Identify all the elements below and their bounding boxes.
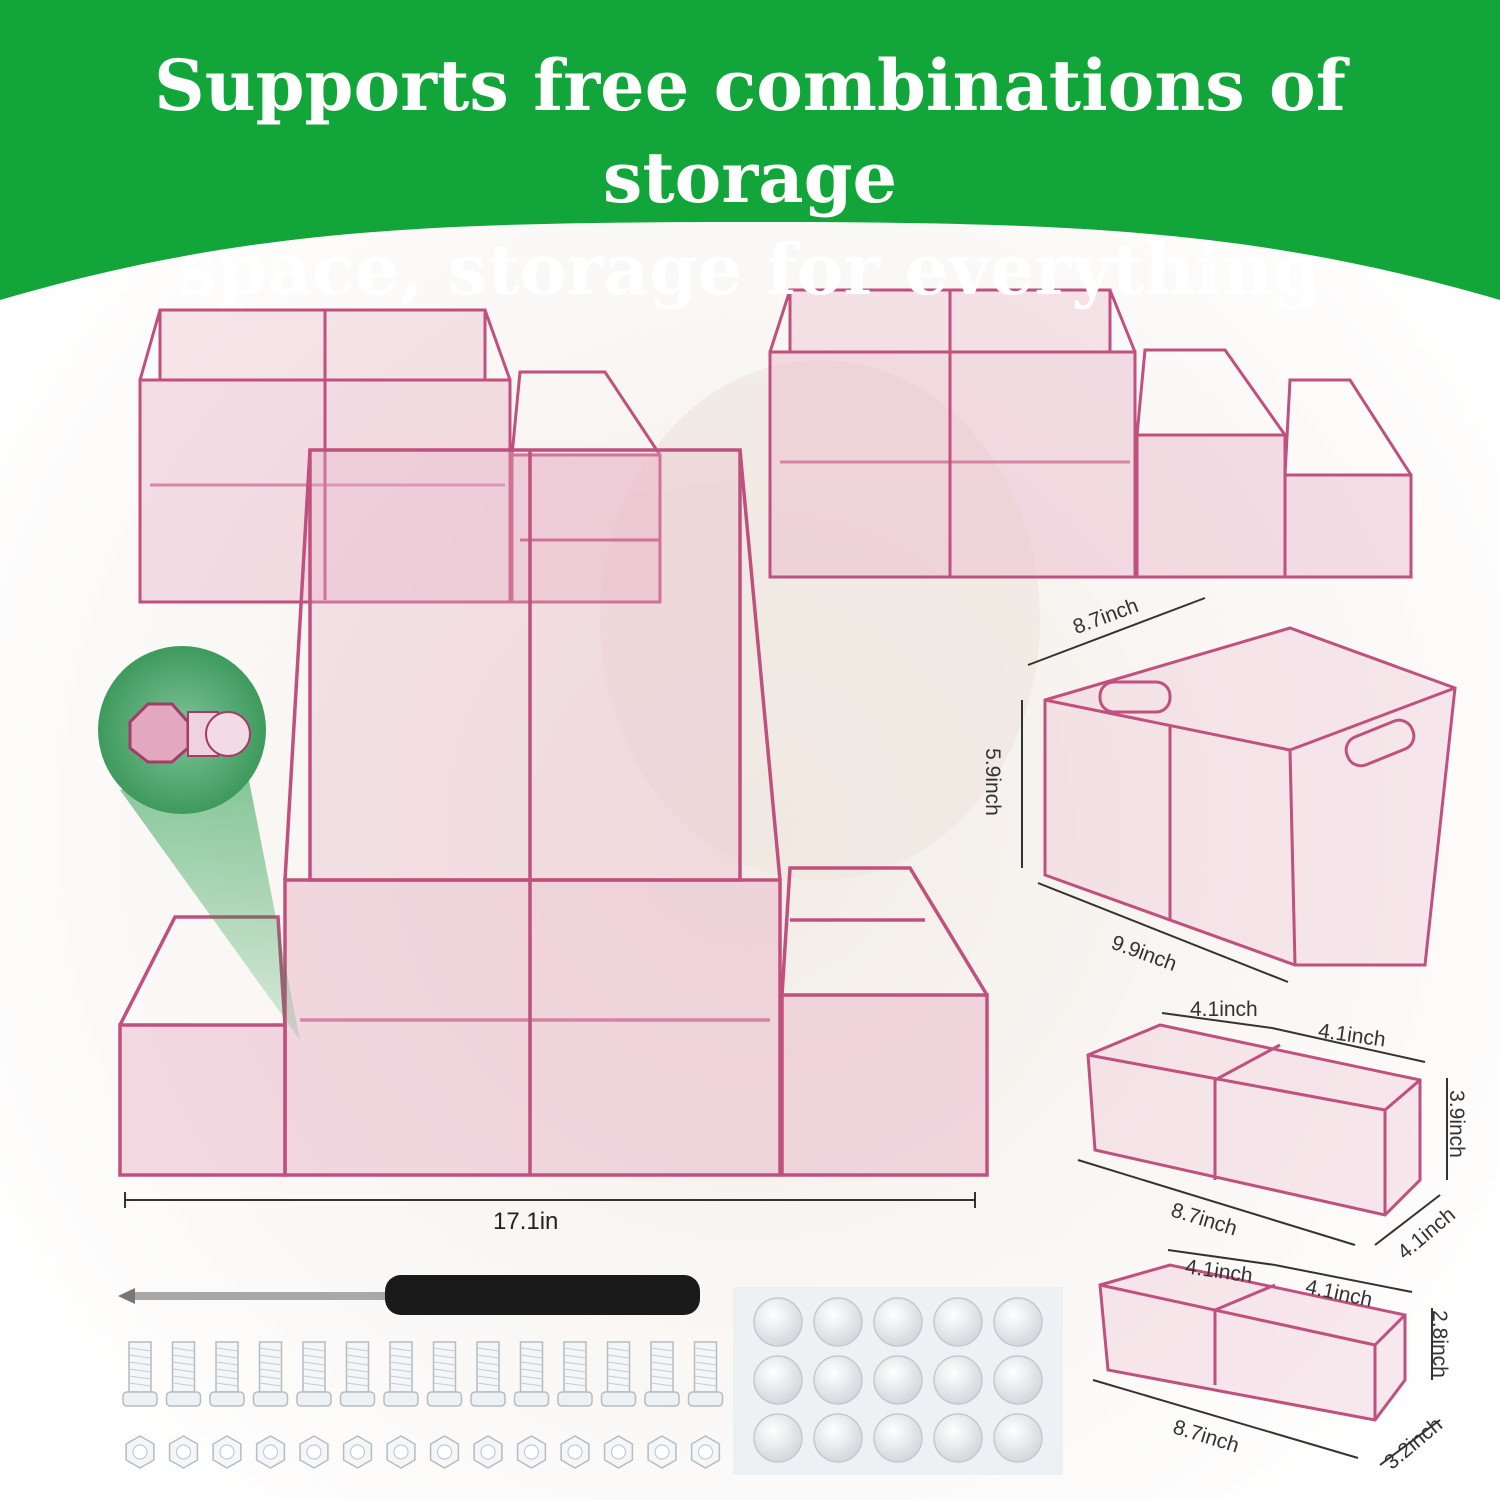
bumper-pad-icon [933,1297,983,1347]
background-photo-blur [600,360,1040,880]
screw-icon [600,1341,637,1407]
hex-nut-icon [560,1435,590,1469]
bumper-pad-icon [933,1355,983,1405]
organizer-top-left [138,308,662,604]
screw-icon [426,1341,463,1407]
large-box [1043,626,1457,967]
hex-nuts [125,1435,721,1469]
organizer-main [118,448,989,1177]
screw-icon [687,1341,724,1407]
hex-nut-icon [386,1435,416,1469]
zoom-connector [120,760,300,1040]
hex-nut-icon [473,1435,503,1469]
bumper-pad-icon [993,1297,1043,1347]
bumper-pad-icon [753,1413,803,1463]
screw-icon [644,1341,680,1407]
screw-icon [296,1341,332,1407]
large-box-dimension-lines [1021,597,1289,983]
screw-icon [383,1341,419,1407]
screw-icon [209,1341,245,1407]
bumper-pad-icon [813,1413,863,1463]
organizer-top-right [768,288,1413,579]
tall-box-height-label: 3.9inch [1444,1090,1468,1158]
short-box-dimension-lines [1092,1249,1441,1466]
screw-icon [513,1341,550,1407]
bumper-pad-icon [933,1413,983,1463]
bumper-pad-icon [873,1297,923,1347]
bumper-pad-icon [873,1355,923,1405]
hex-nut-icon [647,1435,677,1469]
tall-box-dimension-lines [1077,1012,1448,1246]
screw-icon [252,1341,289,1407]
headline-banner [0,0,1500,300]
short-box-height-label: 2.8inch [1427,1310,1451,1378]
bumper-pads [753,1297,1043,1463]
bumper-pad-icon [813,1297,863,1347]
hex-nut-icon [212,1435,242,1469]
bumper-pad-icon [993,1413,1043,1463]
headline: Supports free combinations of storage sp… [0,40,1500,316]
hex-nut-icon [690,1435,721,1469]
screw-icon [165,1341,202,1407]
hex-nut-icon [125,1435,155,1469]
bumper-pad-icon [753,1355,803,1405]
hex-nut-icon [342,1435,373,1469]
screw-icon [339,1341,376,1407]
screwdriver [118,1275,700,1315]
total-width-dimension-line [124,1192,976,1208]
bumper-pad-icon [753,1297,803,1347]
screw-detail-icon [128,702,251,764]
hex-nut-icon [299,1435,329,1469]
hex-nut-icon [429,1435,460,1469]
total-width-label: 17.1in [493,1208,559,1235]
large-box-height-label: 5.9inch [980,748,1004,816]
tall-small-box [1086,1023,1422,1217]
screw-icon [470,1341,506,1407]
headline-line-2: space, storage for everything [178,228,1322,311]
screw-icon [557,1341,593,1407]
headline-line-1: Supports free combinations of storage [154,44,1346,219]
tall-box-left-top-label: 4.1inch [1190,998,1258,1021]
hex-nut-icon [516,1435,547,1469]
bumper-pad-icon [993,1355,1043,1405]
bumper-pad-icon [873,1413,923,1463]
short-small-box [1098,1263,1407,1422]
screws [122,1341,724,1407]
screw-icon [122,1341,158,1407]
hex-nut-icon [168,1435,199,1469]
bumper-pad-icon [813,1355,863,1405]
hex-nut-icon [603,1435,634,1469]
hex-nut-icon [255,1435,286,1469]
